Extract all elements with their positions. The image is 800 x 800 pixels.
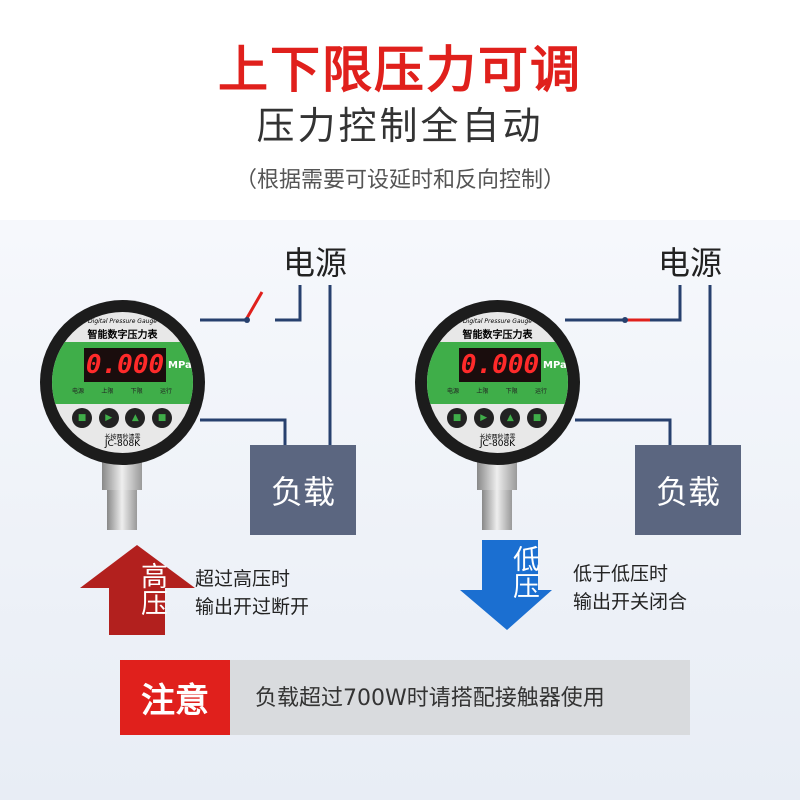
wire — [200, 418, 287, 445]
reset-button[interactable]: ■ — [526, 408, 547, 428]
brand-text: Digital Pressure Gauge — [88, 318, 157, 325]
wire — [575, 418, 672, 445]
unit-label: MPa — [543, 360, 567, 371]
set-button[interactable]: ■ — [72, 408, 92, 428]
model-text: JC-808K — [104, 439, 141, 449]
up-arrow — [80, 545, 195, 635]
set-button[interactable]: ■ — [447, 408, 467, 428]
indicator: 电源 — [447, 388, 460, 395]
desc-line: 超过高压时 — [195, 568, 291, 590]
indicator: 下限 — [505, 388, 518, 395]
gauge-name: 智能数字压力表 — [462, 330, 533, 341]
high-pressure-label: 高压 — [136, 562, 167, 616]
load-box-right: 负载 — [635, 445, 741, 535]
indicator: 运行 — [159, 388, 172, 395]
shift-button[interactable]: ▶ — [473, 408, 494, 428]
wire — [650, 285, 682, 322]
up-button[interactable]: ▲ — [125, 408, 146, 428]
unit-label: MPa — [168, 360, 192, 371]
brand-text: Digital Pressure Gauge — [463, 318, 532, 325]
wire — [275, 285, 302, 322]
load-box-left: 负载 — [250, 445, 356, 535]
power-label-right: 电源 — [658, 244, 723, 282]
indicator: 上限 — [476, 388, 489, 395]
indicator: 运行 — [534, 388, 547, 395]
down-arrow — [460, 540, 552, 630]
desc-line: 低于低压时 — [573, 563, 669, 585]
note: （根据需要可设延时和反向控制） — [234, 168, 565, 193]
gauge-name: 智能数字压力表 — [87, 330, 158, 341]
pressure-display: 0.000 — [84, 348, 166, 382]
indicator: 上限 — [101, 388, 114, 395]
reset-button[interactable]: ■ — [151, 408, 172, 428]
subtitle: 压力控制全自动 — [256, 104, 544, 148]
indicator: 下限 — [130, 388, 143, 395]
low-pressure-label: 低压 — [508, 545, 539, 599]
hint-text: 长按两秒清零 — [104, 434, 141, 441]
model-text: JC-808K — [479, 439, 516, 449]
switch-open — [245, 291, 264, 319]
notice-label: 注意 — [120, 660, 230, 735]
indicator: 电源 — [72, 388, 85, 395]
shift-button[interactable]: ▶ — [98, 408, 119, 428]
notice-text: 负载超过700W时请搭配接触器使用 — [255, 686, 605, 711]
title: 上下限压力可调 — [218, 41, 582, 99]
hint-text: 长按两秒清零 — [479, 434, 516, 441]
power-label-left: 电源 — [283, 244, 348, 282]
pressure-display: 0.000 — [459, 348, 541, 382]
up-button[interactable]: ▲ — [500, 408, 521, 428]
desc-line: 输出开过断开 — [195, 596, 310, 618]
desc-line: 输出开关闭合 — [573, 591, 688, 613]
